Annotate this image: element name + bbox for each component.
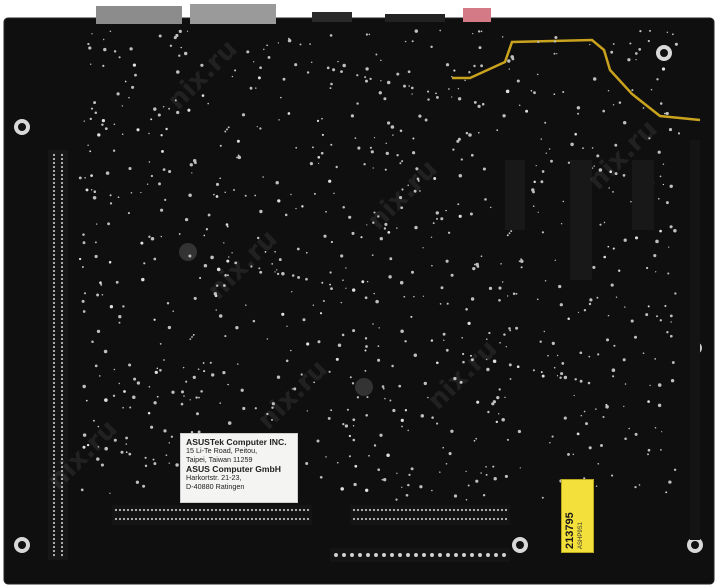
vga-port — [96, 6, 182, 24]
pin-block-2 — [570, 160, 592, 280]
address-line: 15 Li-Te Road, Peitou, — [186, 446, 258, 455]
pin-block-1 — [505, 160, 525, 230]
ps2-port — [312, 12, 352, 22]
sticker-code: ASHP9S1 — [578, 521, 584, 549]
pcb-board — [3, 17, 715, 585]
sticker-number: 213795 — [564, 512, 576, 549]
pci-connector — [112, 505, 312, 525]
dimm-pins — [52, 153, 64, 557]
pcie-connector — [350, 505, 510, 525]
company-name-2: ASUS Computer GmbH — [186, 464, 282, 475]
address-line: Harkortstr. 21-23, — [186, 473, 242, 483]
gold-trace — [452, 38, 701, 122]
address-line: Taipei, Taiwan 11259 — [186, 454, 253, 464]
edge-pins — [690, 140, 700, 540]
usb-port — [385, 14, 445, 22]
asus-address-label: ASUSTek Computer INC. 15 Li-Te Road, Pei… — [180, 433, 298, 503]
audio-port — [463, 8, 491, 22]
company-name: ASUSTek Computer INC. — [186, 437, 287, 447]
dimm-slot-left — [48, 150, 68, 560]
serial-sticker: 213795 ASHP9S1 — [561, 479, 594, 553]
address-line: D-40880 Ratingen — [186, 481, 245, 491]
bottom-pins — [114, 508, 508, 557]
serial-port — [190, 4, 276, 24]
pin-block-3 — [632, 160, 654, 230]
bottom-header — [330, 548, 510, 562]
